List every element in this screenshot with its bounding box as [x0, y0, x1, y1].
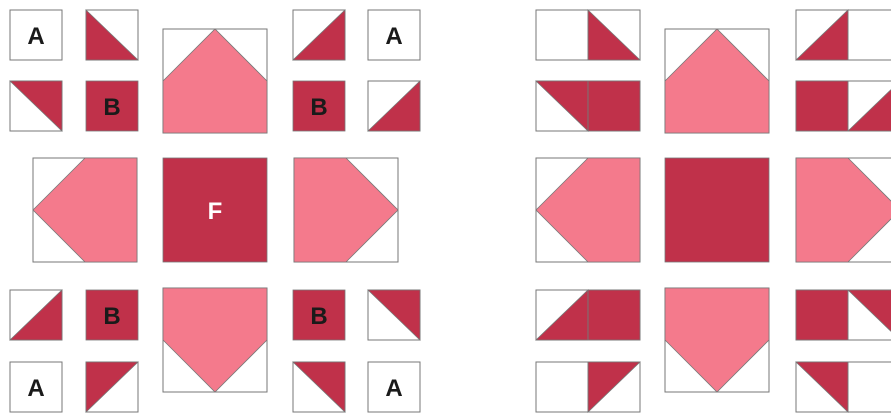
- pink-unit-left: [33, 158, 137, 262]
- unit-a-top-right: A: [368, 10, 420, 60]
- corner-unit-top-right: [796, 10, 891, 60]
- hst-unit-top-right-right: [368, 81, 420, 131]
- unit-f-center: F: [163, 158, 267, 262]
- unit-a-bottom-right: A: [368, 362, 420, 412]
- label-b: B: [103, 303, 120, 330]
- pink-unit-right: [294, 158, 398, 262]
- label-f: F: [208, 198, 223, 225]
- hst-unit-top-right-left: [293, 10, 345, 60]
- center-square-assembled: [665, 158, 769, 262]
- label-b: B: [103, 94, 120, 121]
- unit-a-top-left: A: [10, 10, 62, 60]
- pink-unit-top-assembled: [665, 29, 769, 133]
- corner-unit-top-left: [536, 10, 640, 60]
- side-unit-top-left: [536, 81, 640, 131]
- hst-unit-bottom-left-right: [86, 362, 138, 412]
- side-unit-bottom-right: [796, 290, 891, 340]
- label-a: A: [385, 23, 402, 50]
- unit-b-top-right: B: [293, 81, 345, 131]
- hst-unit-bottom-right-right: [368, 290, 420, 340]
- label-b: B: [310, 303, 327, 330]
- corner-unit-bottom-right: [796, 362, 891, 412]
- unit-b-top-left: B: [86, 81, 138, 131]
- side-unit-top-right: [796, 81, 891, 131]
- pink-unit-right-assembled: [796, 158, 891, 262]
- unit-b-bottom-right: B: [293, 290, 345, 340]
- label-a: A: [27, 23, 44, 50]
- label-b: B: [310, 94, 327, 121]
- pink-unit-left-assembled: [536, 158, 640, 262]
- unit-a-bottom-left: A: [10, 362, 62, 412]
- unit-b-bottom-left: B: [86, 290, 138, 340]
- label-a: A: [27, 375, 44, 402]
- hst-unit-top-left-right: [86, 10, 138, 60]
- side-unit-bottom-left: [536, 290, 640, 340]
- pink-unit-top: [163, 29, 267, 133]
- pink-unit-bottom-assembled: [665, 288, 769, 392]
- hst-unit-bottom-left-left: [10, 290, 62, 340]
- hst-unit-bottom-right-left: [293, 362, 345, 412]
- left-block-exploded: A A A A: [10, 10, 420, 412]
- label-a: A: [385, 375, 402, 402]
- corner-unit-bottom-left: [536, 362, 640, 412]
- hst-unit-top-left-left: [10, 81, 62, 131]
- right-block-assembled: [536, 10, 891, 412]
- pink-unit-bottom: [163, 288, 267, 392]
